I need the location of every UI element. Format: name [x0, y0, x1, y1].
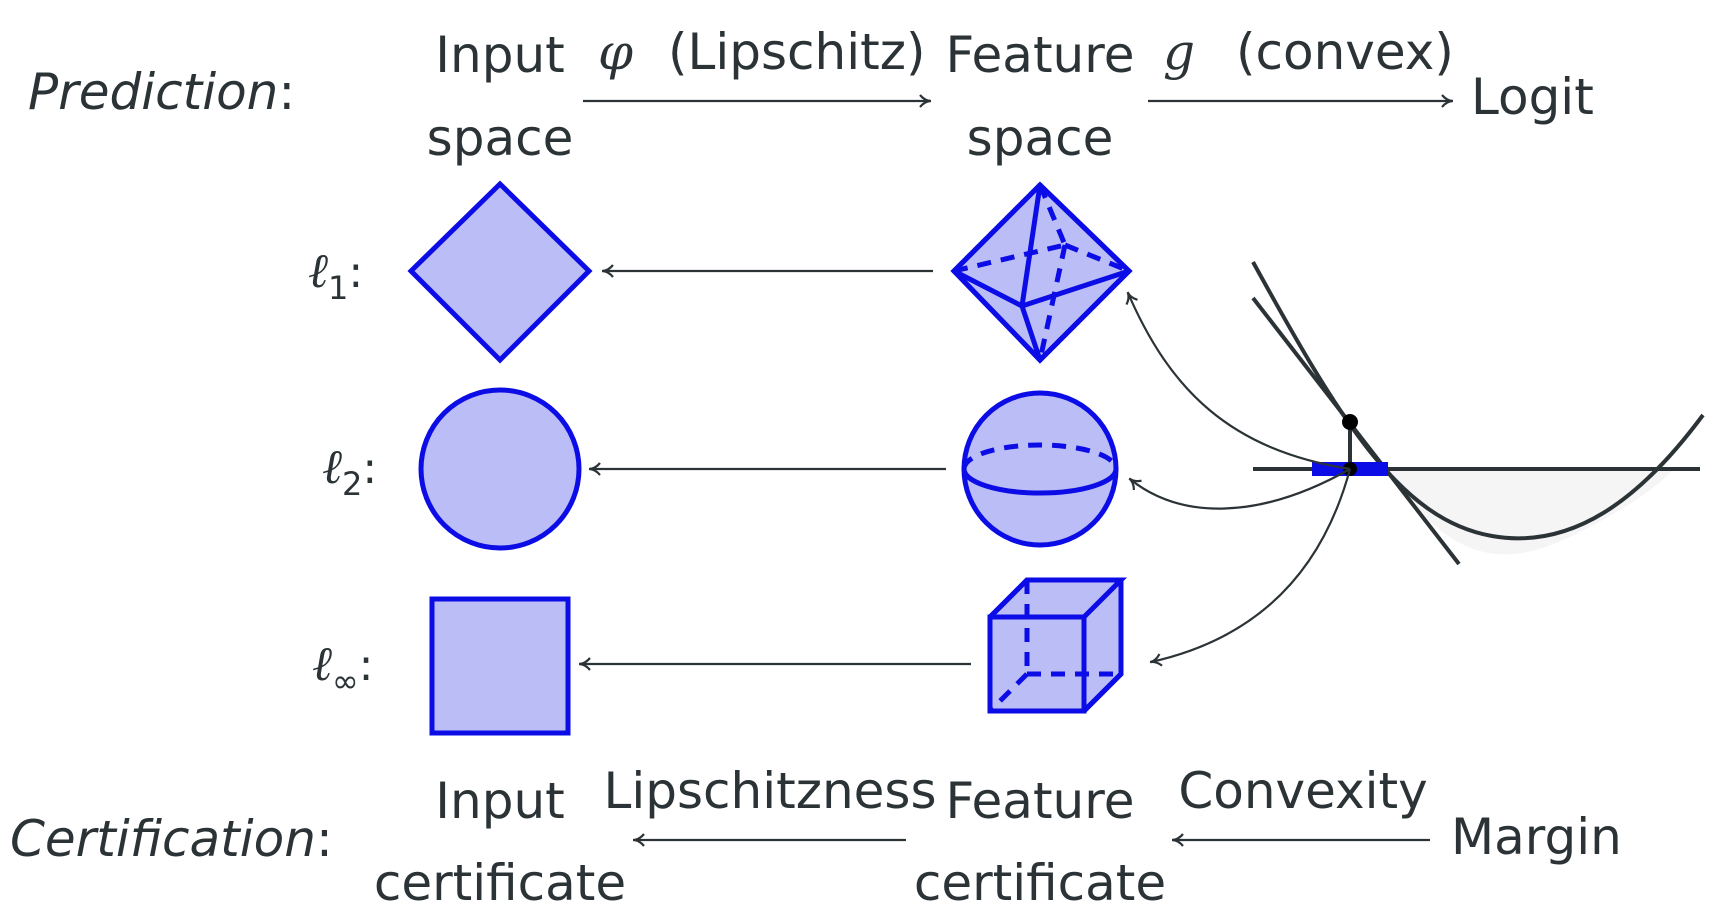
feature-space-label-line2: space [967, 109, 1114, 167]
input-space-label-line2: space [427, 109, 574, 167]
convex-curve [1251, 261, 1705, 541]
curved-arrow-to-cube [1149, 468, 1352, 667]
lipschitzness-label: Lipschitzness [603, 762, 936, 820]
phi-lipschitz-note: (Lipschitz) [668, 23, 925, 81]
curved-arrow-to-octahedron [1125, 291, 1351, 471]
feature-certificate-line1: Feature [946, 772, 1135, 830]
prediction-row-label: Prediction: [28, 63, 295, 121]
convexity-label: Convexity [1178, 762, 1427, 820]
input-space-label-line1: Input [435, 26, 564, 84]
l2-norm-label: ℓ2: [322, 439, 377, 503]
tangent-line [1251, 296, 1461, 566]
linf-feature-cube [987, 577, 1128, 714]
l1-norm-label: ℓ1: [308, 243, 363, 307]
convex-function-plot [1251, 261, 1705, 566]
logit-label: Logit [1471, 68, 1594, 126]
feature-certificate-line2: certificate [914, 854, 1166, 912]
g-symbol: g [1163, 23, 1195, 81]
input-certificate-line2: certificate [374, 854, 626, 912]
tangent-point [1342, 414, 1358, 430]
phi-symbol: φ [598, 23, 633, 81]
g-convex-note: (convex) [1236, 23, 1454, 81]
linf-norm-label: ℓ∞: [312, 636, 373, 700]
margin-label: Margin [1451, 808, 1622, 866]
certification-row-label: Certification: [10, 810, 333, 868]
input-certificate-line1: Input [435, 772, 564, 830]
l1-input-diamond [407, 180, 593, 364]
feature-space-label-line1: Feature [946, 26, 1135, 84]
l2-feature-sphere [961, 390, 1119, 548]
curved-arrow-to-sphere [1128, 468, 1351, 510]
l1-feature-octahedron [950, 181, 1133, 364]
l2-input-circle [418, 387, 582, 551]
linf-input-square [429, 596, 571, 736]
